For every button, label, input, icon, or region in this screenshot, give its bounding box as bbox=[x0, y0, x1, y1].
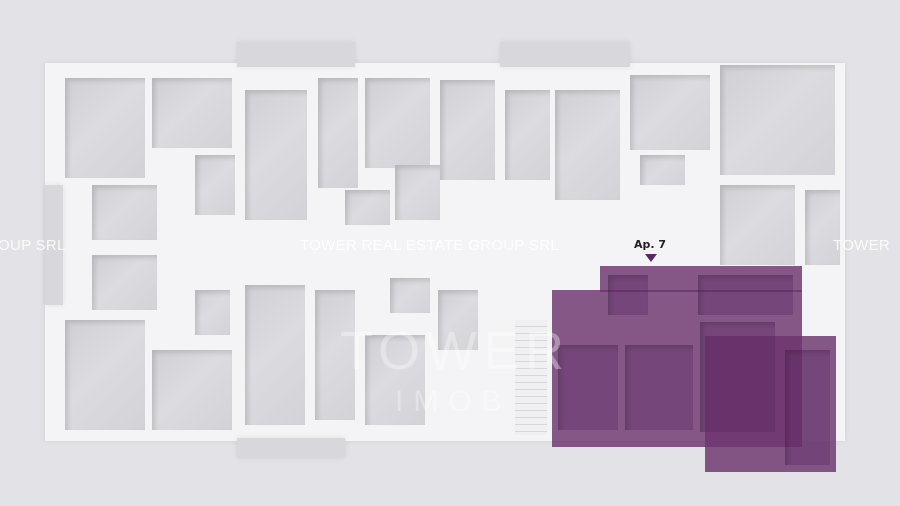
room bbox=[640, 155, 685, 185]
room bbox=[245, 285, 305, 425]
room bbox=[92, 255, 157, 310]
apartment-room bbox=[625, 345, 693, 430]
room bbox=[440, 80, 495, 180]
apartment-7-area[interactable] bbox=[705, 336, 836, 472]
apartment-room bbox=[698, 275, 793, 315]
room bbox=[555, 90, 620, 200]
watermark-logo: TOWER bbox=[340, 321, 570, 381]
apartment-room bbox=[700, 322, 775, 432]
room bbox=[630, 75, 710, 150]
watermark-left: OUP SRL bbox=[0, 237, 66, 254]
room bbox=[65, 78, 145, 178]
room bbox=[92, 185, 157, 240]
watermark-logo-sub: IMOB bbox=[395, 385, 512, 418]
watermark-right: TOWER bbox=[833, 237, 891, 254]
room bbox=[805, 190, 840, 265]
apartment-room bbox=[558, 345, 618, 430]
room bbox=[365, 78, 430, 168]
room bbox=[365, 335, 425, 425]
room bbox=[438, 290, 478, 350]
room bbox=[345, 190, 390, 225]
room bbox=[315, 290, 355, 420]
room bbox=[720, 65, 835, 175]
room bbox=[505, 90, 550, 180]
building-bump bbox=[237, 42, 355, 67]
room bbox=[390, 278, 430, 313]
apartment-room bbox=[785, 350, 830, 465]
room bbox=[245, 90, 307, 220]
room bbox=[152, 78, 232, 148]
staircase bbox=[515, 320, 547, 435]
building-bump bbox=[45, 185, 63, 305]
watermark-center: TOWER REAL ESTATE GROUP SRL bbox=[300, 237, 559, 254]
apartment-label[interactable]: Ap. 7 bbox=[634, 238, 667, 251]
building-bump bbox=[500, 42, 630, 67]
room bbox=[195, 155, 235, 215]
room bbox=[395, 165, 440, 220]
apartment-room bbox=[608, 275, 648, 315]
apartment-marker-icon bbox=[645, 254, 657, 262]
room bbox=[720, 185, 795, 265]
room bbox=[318, 78, 358, 188]
building-bump bbox=[237, 438, 345, 458]
room bbox=[152, 350, 232, 430]
apartment-7-area[interactable] bbox=[600, 266, 802, 292]
room bbox=[65, 320, 145, 430]
room bbox=[195, 290, 230, 335]
